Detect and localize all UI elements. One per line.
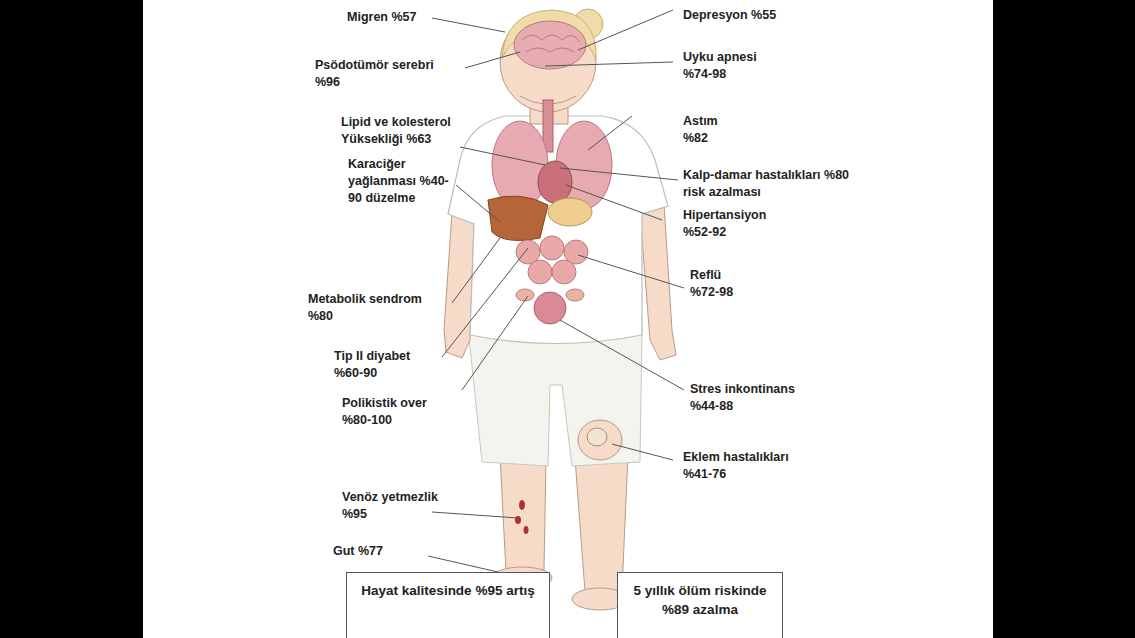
result-box: Hayat kalitesinde %95 artış xyxy=(346,572,550,638)
leader-lines xyxy=(428,10,684,572)
condition-label: Astım %82 xyxy=(683,113,738,147)
organs xyxy=(488,100,612,324)
condition-label: Metabolik sendrom %80 xyxy=(308,291,436,325)
result-box: 5 yıllık ölüm riskinde %89 azalma xyxy=(617,572,783,638)
result-text: Hayat kalitesinde %95 artış xyxy=(353,581,543,600)
head xyxy=(500,9,603,112)
condition-label: Tip II diyabet %60-90 xyxy=(334,348,438,382)
condition-label: Depresyon %55 xyxy=(683,7,776,24)
condition-label: Hipertansiyon %52-92 xyxy=(683,207,791,241)
condition-label: Migren %57 xyxy=(347,9,416,26)
condition-label: Psödotümör serebri %96 xyxy=(315,57,455,91)
condition-label: Polikistik over %80-100 xyxy=(342,395,450,429)
knee-joint xyxy=(578,420,622,460)
condition-label: Stres inkontinans %44-88 xyxy=(690,381,820,415)
condition-label: Reflü %72-98 xyxy=(690,267,748,301)
condition-label: Eklem hastalıkları %41-76 xyxy=(683,449,818,483)
condition-label: Uyku apnesi %74-98 xyxy=(683,49,778,83)
condition-label: Gut %77 xyxy=(333,543,383,560)
result-text: 5 yıllık ölüm riskinde %89 azalma xyxy=(624,581,776,619)
condition-label: Kalp-damar hastalıkları %80 risk azalmas… xyxy=(683,167,853,201)
venous-marks xyxy=(515,500,529,534)
condition-label: Lipid ve kolesterol Yüksekliği %63 xyxy=(341,114,466,148)
condition-label: Karaciğer yağlanması %40-90 düzelme xyxy=(348,156,456,207)
condition-label: Venöz yetmezlik %95 xyxy=(342,489,454,523)
shirt xyxy=(448,116,668,344)
